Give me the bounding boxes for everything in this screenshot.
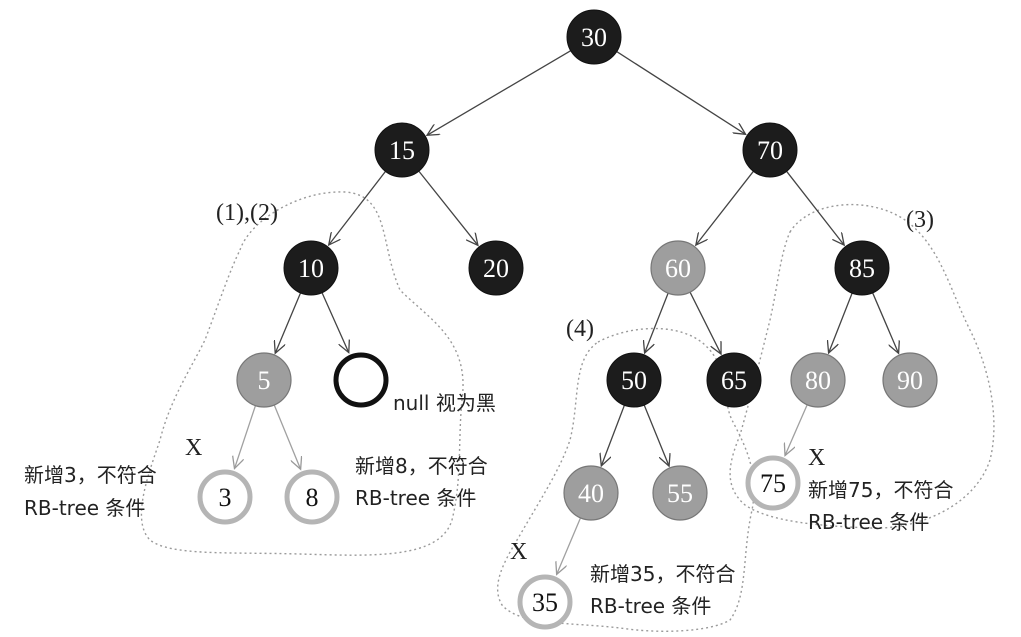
node-label: 8: [306, 483, 319, 512]
node-label: 5: [258, 366, 271, 395]
edges: [234, 50, 899, 575]
edge-5-8: [273, 404, 300, 469]
x-mark-35: X: [510, 539, 527, 565]
note-35-line2: RB-tree 条件: [590, 594, 711, 618]
node-10: 10: [283, 240, 339, 296]
edge-70-85: [786, 170, 845, 245]
node-20: 20: [468, 240, 524, 296]
edge-5-3: [234, 405, 257, 469]
edge-85-80: [829, 292, 853, 353]
edge-15-20: [418, 170, 478, 245]
x-mark-3: X: [185, 435, 202, 461]
node-65: 65: [706, 352, 762, 408]
edge-10-5: [275, 292, 302, 353]
edge-60-65: [689, 291, 721, 354]
node-35: 35: [517, 574, 573, 630]
node-50: 50: [606, 352, 662, 408]
node-label: 85: [849, 254, 875, 283]
node-5: 5: [236, 352, 292, 408]
case-label-1-2: (1),(2): [216, 200, 278, 226]
node-30: 30: [566, 9, 622, 65]
node-label: 3: [219, 483, 232, 512]
node-3: 3: [197, 469, 253, 525]
case-regions: [140, 191, 995, 632]
edge-50-40: [601, 405, 626, 466]
nodes: 30 15 70 10 20 60 85 5 50 65 80 90 40 55 3 8 75 35: [197, 9, 938, 630]
edge-85-90: [872, 292, 899, 354]
note-8-line2: RB-tree 条件: [355, 486, 476, 510]
null-note: null 视为黑: [393, 391, 496, 415]
note-75-line2: RB-tree 条件: [808, 510, 929, 534]
node-null: [333, 352, 389, 408]
note-3-line1: 新增3，不符合: [24, 463, 157, 487]
node-8: 8: [284, 469, 340, 525]
edge-70-60: [696, 170, 754, 245]
node-label: 60: [665, 254, 691, 283]
node-label: 70: [757, 136, 783, 165]
edge-50-55: [643, 404, 669, 466]
node-label: 40: [578, 479, 604, 508]
node-label: 15: [389, 136, 415, 165]
node-label: 80: [805, 366, 831, 395]
node-55: 55: [652, 465, 708, 521]
node-label: 35: [532, 588, 558, 617]
note-75-line1: 新增75，不符合: [808, 478, 953, 502]
node-label: 50: [621, 366, 647, 395]
node-75: 75: [745, 455, 801, 511]
region-case-4: [497, 327, 755, 632]
edge-80-75: [785, 404, 808, 456]
region-case-1-2: [140, 191, 464, 556]
note-35-line1: 新增35，不符合: [590, 562, 735, 586]
node-label: 10: [298, 254, 324, 283]
node-60: 60: [650, 240, 706, 296]
node-label: 65: [721, 366, 747, 395]
edge-30-70: [616, 51, 746, 135]
note-3-line2: RB-tree 条件: [24, 496, 145, 520]
node-label: 20: [483, 254, 509, 283]
node-40: 40: [563, 465, 619, 521]
case-label-3: (3): [906, 207, 934, 233]
node-85: 85: [834, 240, 890, 296]
node-90: 90: [882, 352, 938, 408]
edge-10-null: [321, 292, 349, 353]
node-label: 75: [760, 469, 786, 498]
case-label-4: (4): [566, 316, 594, 342]
node-80: 80: [790, 352, 846, 408]
node-label: 30: [581, 23, 607, 52]
edge-60-50: [645, 292, 669, 353]
node-label: 90: [897, 366, 923, 395]
edge-30-15: [427, 50, 572, 136]
edge-15-10: [329, 170, 387, 245]
node-15: 15: [374, 122, 430, 178]
edge-40-35: [557, 517, 582, 574]
node-70: 70: [742, 122, 798, 178]
node-label: 55: [667, 479, 693, 508]
x-mark-75: X: [808, 445, 825, 471]
note-8-line1: 新增8，不符合: [355, 454, 488, 478]
